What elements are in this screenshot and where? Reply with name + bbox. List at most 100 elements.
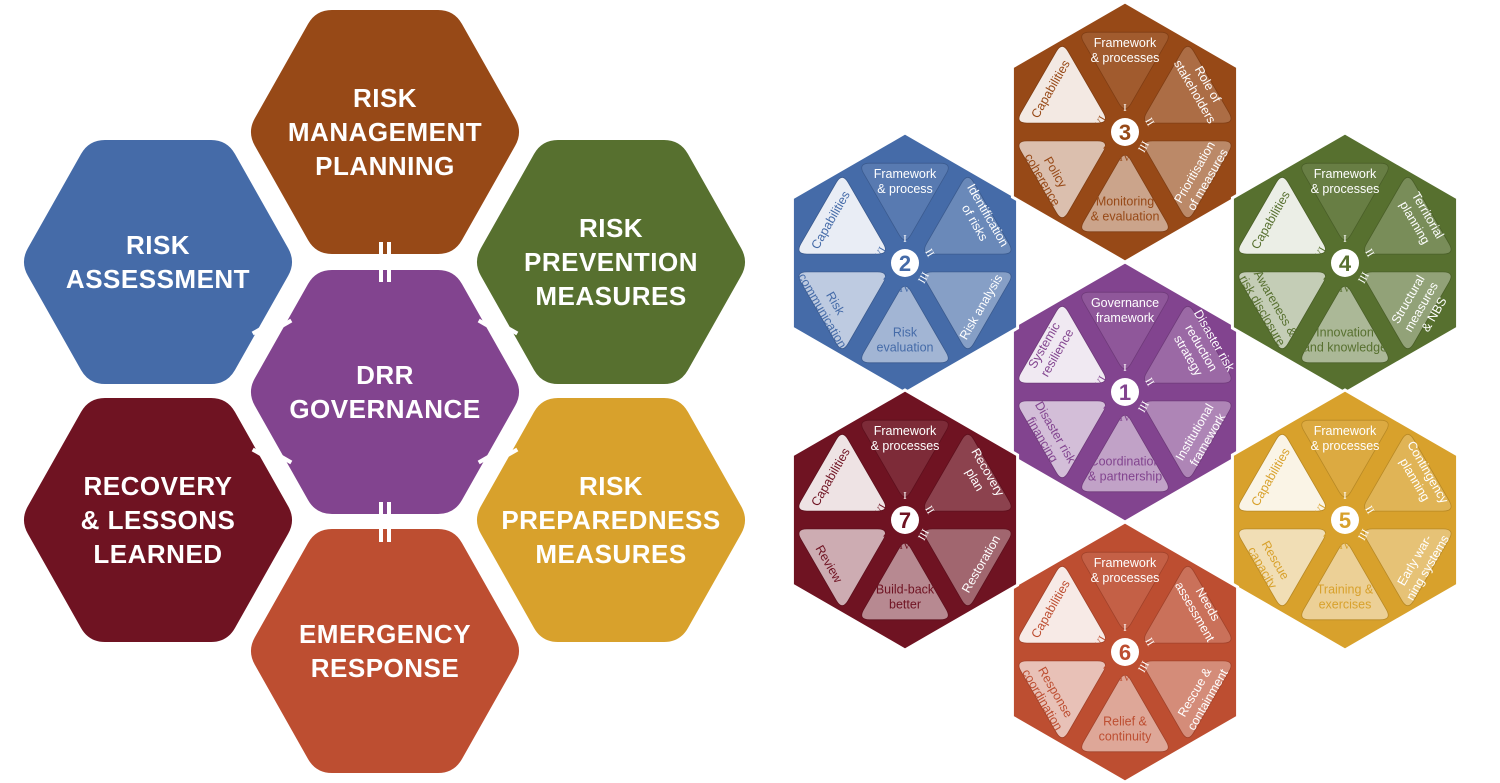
hexagon-3-segment: I Framework& processes	[1081, 31, 1169, 114]
hexagon-recovery-label: LEARNED	[93, 539, 222, 569]
hexagon-number: 7	[899, 508, 911, 533]
segment-label: Risk	[893, 326, 918, 340]
roman-numeral: IV	[1119, 152, 1131, 164]
roman-numeral: IV	[1119, 412, 1131, 424]
segment-label: Framework	[1094, 556, 1157, 570]
connector-mark	[251, 311, 293, 343]
segment-label: Relief &	[1103, 715, 1147, 729]
segment-label: Training &	[1317, 583, 1374, 597]
segment-label: & evaluation	[1091, 210, 1160, 224]
roman-numeral: IV	[1339, 283, 1351, 295]
hexagon-governance-label: GOVERNANCE	[289, 394, 480, 424]
segment-label: Governance	[1091, 296, 1159, 310]
hexagon-number: 1	[1119, 380, 1131, 405]
hexagon-assessment-label: RISK	[126, 230, 190, 260]
roman-numeral: I	[903, 233, 907, 245]
segment-label: Coordination	[1090, 455, 1161, 469]
connector-mark	[377, 502, 393, 542]
hexagon-management-label: MANAGEMENT	[288, 117, 482, 147]
roman-numeral: I	[1123, 362, 1127, 374]
segment-label: & processes	[1311, 182, 1380, 196]
segment-label: evaluation	[877, 341, 934, 355]
hexagon-number: 6	[1119, 640, 1131, 665]
hexagon-governance-label: DRR	[356, 360, 414, 390]
roman-numeral: VI	[1093, 634, 1109, 650]
roman-numeral: VI	[873, 245, 889, 261]
hexagon-7-segment: I Framework& processes	[861, 419, 949, 502]
roman-numeral: VI	[1093, 114, 1109, 130]
roman-numeral: I	[1123, 102, 1127, 114]
segment-label: & process	[877, 182, 933, 196]
segment-label: Framework	[874, 424, 937, 438]
hexagon-emergency-label: EMERGENCY	[299, 619, 471, 649]
segment-label: Build-back	[876, 583, 935, 597]
hexagon-7-number-badge	[891, 506, 919, 534]
hexagon-management-label: PLANNING	[315, 151, 455, 181]
roman-numeral: VI	[1093, 374, 1109, 390]
roman-numeral: I	[903, 490, 907, 502]
segment-label: Framework	[1314, 424, 1377, 438]
hexagon-management-label: RISK	[353, 83, 417, 113]
segment-label: & partnership	[1088, 470, 1162, 484]
hexagon-preparedness-label: RISK	[579, 471, 643, 501]
hexagon-recovery-label: & LESSONS	[81, 505, 236, 535]
segment-label: Framework	[1314, 167, 1377, 181]
segment-label: exercises	[1319, 598, 1372, 612]
connector-mark	[477, 311, 519, 343]
hexagon-number: 5	[1339, 508, 1351, 533]
segment-label: continuity	[1099, 730, 1153, 744]
connector-mark	[251, 440, 293, 472]
hexagon-management-shape	[250, 10, 520, 254]
hexagon-preparedness-shape	[476, 398, 746, 642]
hexagon-1-segment: IV Coordination& partnership	[1081, 412, 1169, 493]
hexagon-prevention-label: RISK	[579, 213, 643, 243]
roman-numeral: IV	[1339, 540, 1351, 552]
left-hexagon-group: RISKMANAGEMENTPLANNINGRISKASSESSMENTRISK…	[23, 10, 746, 773]
roman-numeral: IV	[899, 540, 911, 552]
segment-label: framework	[1096, 311, 1155, 325]
segment-label: and knowledge	[1303, 341, 1387, 355]
segment-label: & processes	[871, 439, 940, 453]
segment-label: Framework	[1094, 36, 1157, 50]
hexagon-governance-shape	[250, 270, 520, 514]
hexagon-assessment-shape	[23, 140, 293, 384]
hexagon-number: 3	[1119, 120, 1131, 145]
hexagon-prevention-label: MEASURES	[535, 281, 686, 311]
hexagon-3-number-badge	[1111, 118, 1139, 146]
hexagon-emergency: EMERGENCY RESPONSE	[250, 529, 520, 773]
hexagon-emergency-label: RESPONSE	[311, 653, 460, 683]
hexagon-number: 4	[1339, 251, 1352, 276]
hexagon-5-segment: IV Training &exercises	[1301, 540, 1389, 621]
segment-label: better	[889, 598, 921, 612]
hexagon-preparedness-label: MEASURES	[535, 539, 686, 569]
hexagon-preparedness: RISK PREPAREDNESS MEASURES	[476, 398, 746, 642]
roman-numeral: VI	[1313, 502, 1329, 518]
roman-numeral: VI	[1313, 245, 1329, 261]
segment-label: & processes	[1091, 51, 1160, 65]
connector-mark	[477, 440, 519, 472]
hexagon-prevention-shape	[476, 140, 746, 384]
hexagon-preparedness-label: PREPAREDNESS	[501, 505, 720, 535]
